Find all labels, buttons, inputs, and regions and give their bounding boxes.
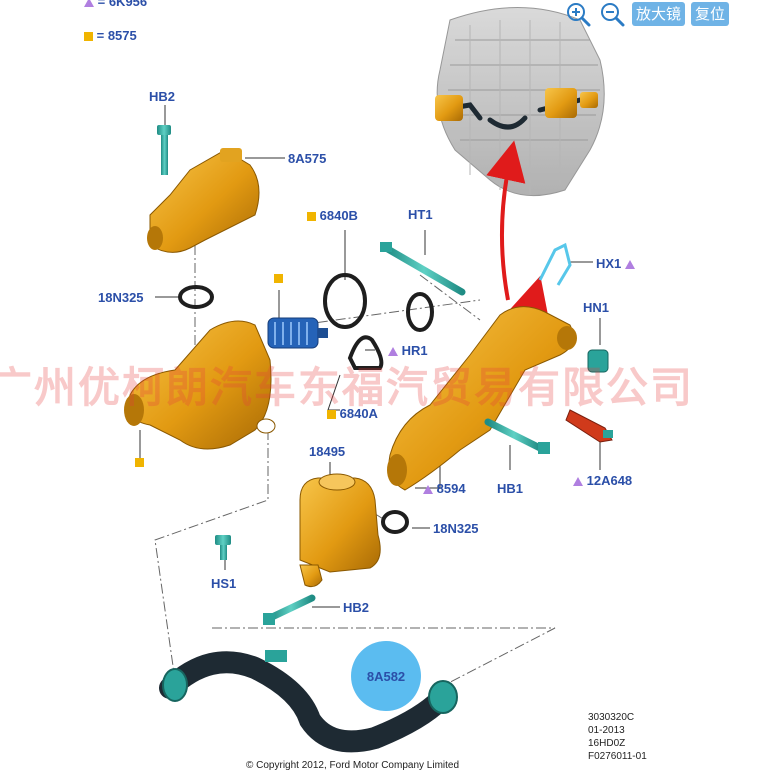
- label-12a648[interactable]: 12A648: [573, 473, 632, 488]
- square-icon: [327, 410, 336, 420]
- ref-line-2: 01-2013: [588, 725, 625, 736]
- label-6840b-text: 6840B: [319, 208, 358, 223]
- ref-line-1: 3030320C: [588, 712, 635, 723]
- label-hs1[interactable]: HS1: [211, 576, 237, 591]
- valve-18495: [299, 473, 381, 588]
- label-hb2-top[interactable]: HB2: [149, 89, 176, 104]
- label-6840a-text: 6840A: [339, 406, 378, 421]
- magnifier-button[interactable]: 放大镜: [631, 2, 685, 26]
- label-18n325-mid[interactable]: 18N325: [433, 521, 479, 536]
- label-hr1-text: HR1: [401, 343, 428, 358]
- engine-block: [435, 7, 605, 197]
- sensor-12a648: [565, 409, 613, 443]
- label-hn1[interactable]: HN1: [583, 300, 610, 315]
- legend-square: = 8575: [84, 28, 137, 43]
- reset-button[interactable]: 复位: [690, 2, 729, 26]
- oring-18n325-mid: [381, 510, 409, 534]
- triangle-icon: [423, 485, 433, 495]
- zoom-out-icon: [600, 3, 625, 27]
- zoom-out-button[interactable]: [598, 2, 626, 27]
- legend-square-code: = 8575: [96, 28, 137, 43]
- label-hb2-bottom[interactable]: HB2: [343, 600, 370, 615]
- triangle-icon: [388, 347, 398, 357]
- square-icon: [135, 458, 144, 467]
- housing-8a575: [147, 148, 260, 253]
- label-ht1[interactable]: HT1: [408, 207, 433, 222]
- location-arrow: [486, 140, 526, 301]
- label-18n325-left[interactable]: 18N325: [98, 290, 144, 305]
- label-6840a[interactable]: 6840A: [327, 406, 378, 421]
- watermark: 广州优柯朗汽车东福汽贸易有限公司: [0, 363, 695, 412]
- label-8a582[interactable]: 8A582: [351, 641, 421, 711]
- housing-left: [124, 320, 276, 450]
- square-icon: [274, 274, 283, 283]
- legend-triangle-code: = 6K956: [97, 0, 148, 9]
- triangle-icon: [624, 260, 635, 270]
- zoom-in-button[interactable]: [564, 2, 592, 27]
- thermostat: [267, 317, 328, 349]
- oring-18n325-left: [178, 285, 214, 309]
- bolt-hb2-bottom: [263, 594, 316, 625]
- gasket-6840a: [347, 335, 384, 370]
- triangle-icon: [573, 477, 583, 487]
- viewer-toolbar: 放大镜 复位: [564, 2, 729, 27]
- hose-8a582: [159, 650, 458, 753]
- label-8594[interactable]: 8594: [423, 481, 466, 496]
- oring-6840b: [323, 273, 367, 329]
- square-icon: [307, 212, 316, 222]
- bolt-hb2-top: [157, 125, 171, 175]
- square-icon: [84, 32, 93, 42]
- bolt-hb1: [484, 418, 550, 454]
- bolt-ht1: [380, 242, 466, 296]
- oring-hr1: [406, 292, 434, 332]
- sensor-hn1: [587, 349, 609, 373]
- zoom-in-icon: [566, 3, 591, 27]
- clip-hx1: [538, 242, 572, 286]
- housing-8594: [387, 306, 577, 491]
- alignment-lines: [154, 245, 556, 691]
- label-8594-text: 8594: [436, 481, 466, 496]
- label-hb1[interactable]: HB1: [497, 481, 524, 496]
- label-hr1[interactable]: HR1: [388, 343, 428, 358]
- label-hx1-text: HX1: [596, 256, 622, 271]
- label-8a575[interactable]: 8A575: [288, 151, 327, 166]
- label-6840b[interactable]: 6840B: [307, 208, 358, 223]
- label-12a648-text: 12A648: [586, 473, 633, 488]
- ref-line-4: F0276011-01: [588, 751, 647, 762]
- legend-triangle: = 6K956: [84, 0, 147, 9]
- ref-line-3: 16HD0Z: [588, 738, 626, 749]
- triangle-icon: [84, 0, 94, 8]
- label-18495[interactable]: 18495: [309, 444, 346, 459]
- copyright-notice: © Copyright 2012, Ford Motor Company Lim…: [246, 760, 460, 771]
- label-hx1[interactable]: HX1: [596, 256, 635, 271]
- bolt-hs1: [215, 535, 231, 560]
